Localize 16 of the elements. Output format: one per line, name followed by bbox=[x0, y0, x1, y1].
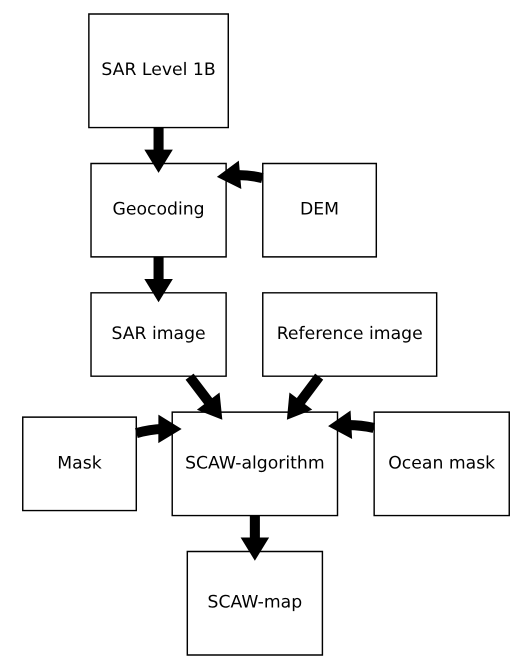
arrow bbox=[134, 414, 182, 444]
node-box: Reference image bbox=[262, 292, 437, 377]
node-box: SCAW-algorithm bbox=[171, 411, 338, 516]
arrow bbox=[240, 516, 269, 561]
node-box: SCAW-map bbox=[186, 550, 323, 656]
node-box: Geocoding bbox=[90, 162, 226, 258]
node-box: SAR Level 1B bbox=[88, 13, 228, 128]
arrow bbox=[328, 410, 374, 440]
node-box: Mask bbox=[22, 416, 136, 512]
node-box: Ocean mask bbox=[372, 411, 510, 516]
arrow bbox=[144, 258, 172, 302]
arrow bbox=[185, 374, 222, 420]
node-box: SAR image bbox=[90, 292, 226, 377]
arrow bbox=[216, 160, 264, 190]
node-box: DEM bbox=[262, 162, 377, 258]
arrow bbox=[144, 128, 172, 173]
